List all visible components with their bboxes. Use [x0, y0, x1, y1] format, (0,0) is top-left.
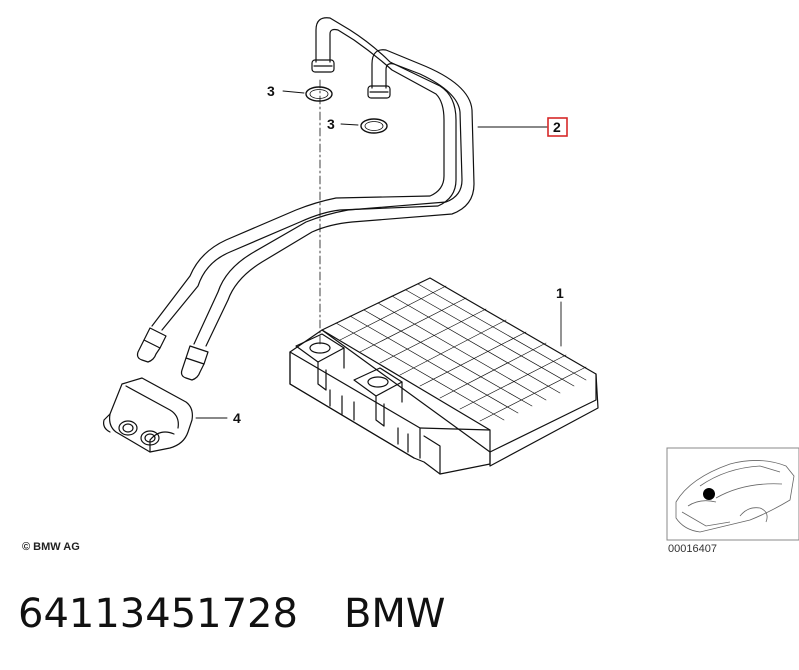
o-ring-right[interactable]	[360, 118, 388, 134]
callout-1[interactable]: 1	[556, 285, 564, 301]
part-number: 64113451728	[18, 591, 298, 637]
parts-diagram: 1 2 3 3 4	[103, 17, 799, 541]
callout-2[interactable]: 2	[553, 119, 561, 135]
location-marker	[703, 488, 715, 500]
pipe-grommet[interactable]	[103, 377, 193, 453]
leader-line-3-left	[282, 90, 305, 94]
o-ring-right-inner	[364, 121, 384, 131]
copyright-notice: © BMW AG	[22, 541, 80, 553]
leader-line-3-right	[340, 123, 359, 126]
o-ring-left[interactable]	[305, 86, 333, 102]
callout-3-right[interactable]: 3	[327, 116, 335, 132]
heater-core[interactable]	[289, 277, 599, 475]
footer-caption: 64113451728 BMW	[18, 584, 445, 644]
heater-pipe-assembly[interactable]	[136, 17, 475, 381]
callout-3-left[interactable]: 3	[267, 83, 275, 99]
brand-name: BMW	[343, 591, 446, 637]
thumbnail-code: 00016407	[668, 543, 717, 555]
highlight-box-2	[547, 117, 568, 137]
callout-4[interactable]: 4	[233, 410, 241, 426]
o-ring-left-inner	[309, 89, 329, 99]
vehicle-locator-thumbnail[interactable]	[666, 447, 799, 541]
